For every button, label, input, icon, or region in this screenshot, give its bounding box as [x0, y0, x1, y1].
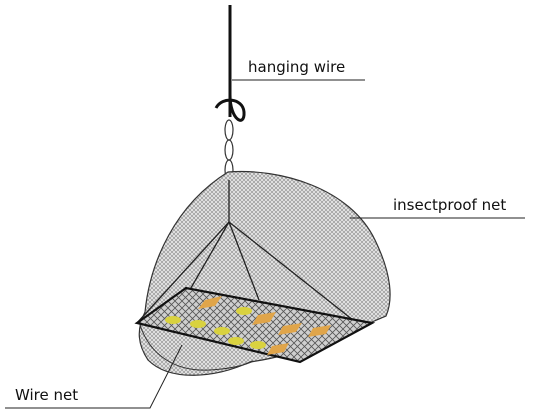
orange-item — [278, 323, 302, 335]
orange-item — [308, 325, 331, 337]
yellow-item — [228, 337, 244, 345]
leader-lines — [5, 79, 525, 409]
yellow-item — [250, 341, 266, 349]
yellow-item — [236, 307, 252, 315]
yellow-item — [214, 327, 230, 335]
net-bottom — [139, 324, 254, 371]
chain — [224, 119, 234, 181]
tray-items — [165, 296, 331, 355]
yellow-item — [165, 316, 181, 324]
label-hanging-wire: hanging wire — [248, 58, 345, 76]
label-insectproof-net: insectproof net — [393, 196, 506, 214]
orange-item — [267, 343, 289, 355]
wire-net-tray — [134, 286, 376, 364]
yellow-item — [190, 320, 206, 328]
hanging-wire — [214, 5, 246, 122]
label-wire-net: Wire net — [15, 386, 78, 404]
orange-item — [252, 312, 276, 325]
suspension-strings — [136, 180, 364, 329]
orange-item — [198, 296, 222, 309]
